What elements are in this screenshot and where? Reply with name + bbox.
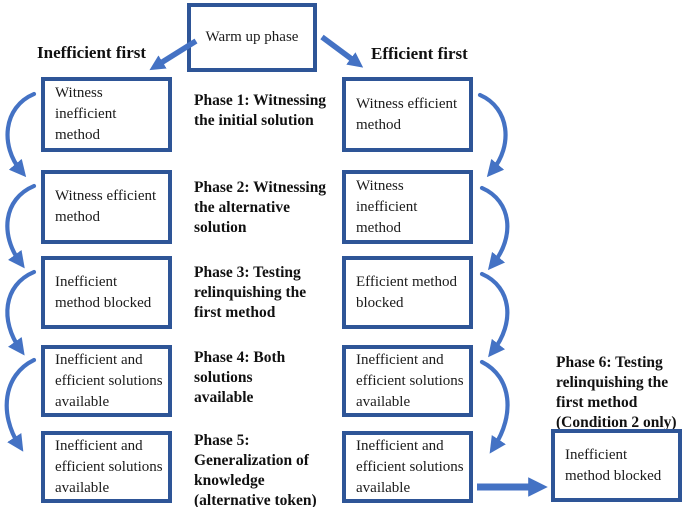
right-box-phase-2-label: Witness inefficient method — [356, 177, 418, 236]
warm-up-phase-box: Warm up phase — [187, 3, 317, 72]
phase-3-label: Phase 3: Testing relinquishing the first… — [194, 264, 307, 321]
left-box-phase-5-label: Inefficient and efficient solutions avai… — [55, 437, 163, 496]
left-box-phase-4-label: Inefficient and efficient solutions avai… — [55, 351, 163, 410]
warmup-arrow-right — [320, 34, 364, 68]
left-box-phase-3-label: Inefficient method blocked — [55, 273, 152, 311]
warm-up-phase-label: Warm up phase — [205, 29, 299, 45]
phase-6-box: Inefficient method blocked — [551, 429, 682, 502]
curved-arrow-right-2 — [479, 185, 510, 271]
left-box-phase-2-label: Witness efficient method — [55, 188, 157, 225]
curved-arrow-right-1 — [477, 92, 508, 178]
phase-5-label: Phase 5: Generalization of knowledge (al… — [194, 432, 317, 507]
phase-6-box-label: Inefficient method blocked — [565, 446, 662, 484]
right-box-phase-4-label: Inefficient and efficient solutions avai… — [356, 351, 464, 410]
right-box-phase-5-label: Inefficient and efficient solutions avai… — [356, 437, 464, 496]
right-box-phase-1-label: Witness efficient method — [356, 95, 458, 133]
left-box-phase-5: Inefficient and efficient solutions avai… — [41, 431, 172, 503]
left-box-phase-1: Witness inefficient method — [41, 77, 172, 152]
phase-4-label: Phase 4: Both solutions available — [194, 349, 286, 406]
phase-1-label: Phase 1: Witnessing the initial solution — [194, 92, 327, 129]
phase-2-label: Phase 2: Witnessing the alternative solu… — [194, 179, 327, 236]
left-box-phase-2: Witness efficient method — [41, 170, 172, 244]
curved-arrow-left-1 — [5, 91, 37, 178]
curved-arrow-right-3 — [479, 271, 510, 358]
left-box-phase-1-label: Witness inefficient method — [55, 85, 117, 143]
right-box-phase-3-label: Efficient method blocked — [356, 273, 457, 311]
curved-arrow-left-3 — [5, 269, 37, 356]
curved-arrow-left-2 — [5, 183, 37, 269]
right-box-phase-3: Efficient method blocked — [342, 256, 473, 329]
left-box-phase-3: Inefficient method blocked — [41, 256, 172, 329]
condition-2-header: Efficient first — [371, 44, 468, 63]
curved-arrow-left-4 — [4, 357, 37, 452]
right-box-phase-1: Witness efficient method — [342, 77, 473, 152]
condition-1-header: Inefficient first — [37, 43, 147, 62]
curved-arrow-right-4 — [479, 359, 510, 454]
phase-6-label: Phase 6: Testing relinquishing the first… — [556, 354, 677, 431]
right-box-phase-2: Witness inefficient method — [342, 170, 473, 244]
left-box-phase-4: Inefficient and efficient solutions avai… — [41, 345, 172, 417]
right-box-phase-4: Inefficient and efficient solutions avai… — [342, 345, 473, 417]
right-box-phase-5: Inefficient and efficient solutions avai… — [342, 431, 473, 503]
